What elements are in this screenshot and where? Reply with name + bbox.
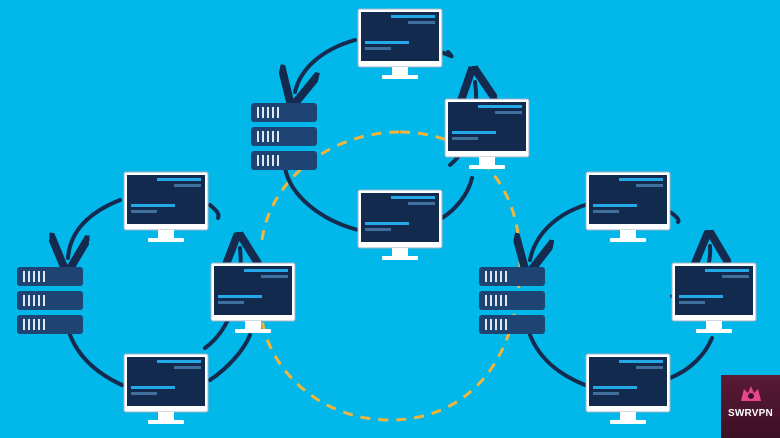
arrow-icon	[438, 50, 454, 59]
arrow-icon	[208, 333, 252, 382]
monitor-icon	[585, 353, 671, 424]
monitor-icon	[210, 262, 296, 333]
arrow-icon	[295, 38, 357, 92]
arrow-icon	[528, 333, 587, 387]
monitor-icon	[585, 171, 671, 242]
logo: SWRVPN	[721, 375, 780, 438]
logo-text: SWRVPN	[728, 408, 773, 419]
arrow-icon	[440, 176, 474, 220]
arrow-icon	[530, 203, 587, 260]
arrow-icon	[668, 336, 714, 380]
monitor-icon	[671, 262, 757, 333]
monitor-icon	[444, 98, 530, 169]
monitor-icon	[123, 353, 209, 424]
server-rack-icon	[251, 103, 317, 170]
arrow-icon	[668, 210, 681, 224]
monitor-icon	[123, 171, 209, 242]
server-rack-icon	[479, 267, 545, 334]
monitor-icon	[357, 8, 443, 79]
arrow-icon	[68, 333, 124, 387]
arrow-icon	[208, 203, 221, 220]
server-rack-icon	[17, 267, 83, 334]
arrow-icon	[283, 166, 360, 232]
arrow-icon	[68, 198, 122, 258]
monitor-icon	[357, 189, 443, 260]
logo-icon	[740, 386, 761, 401]
